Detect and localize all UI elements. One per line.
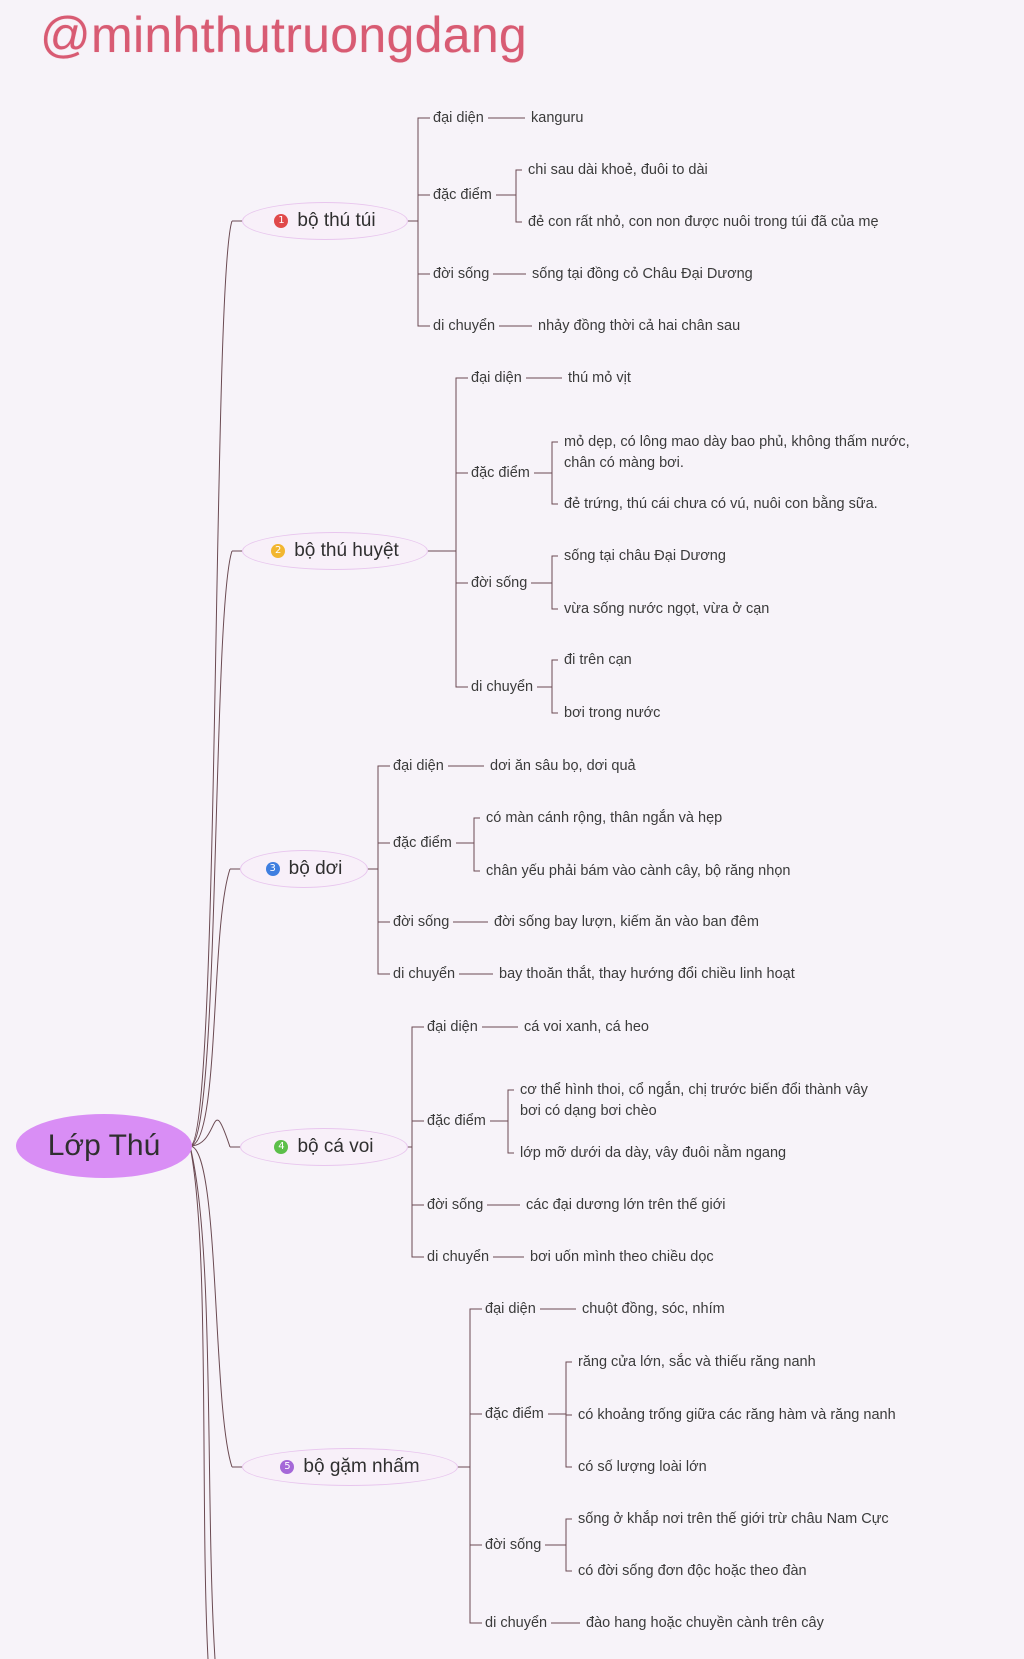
category-label: đại diện	[433, 109, 484, 126]
category-label: đời sống	[485, 1536, 542, 1553]
detail-text: có màn cánh rộng, thân ngắn và hẹp	[486, 809, 723, 826]
branch-label: bộ thú túi	[297, 210, 376, 231]
branch-label: bộ cá voi	[297, 1136, 374, 1157]
detail-text: chuột đồng, sóc, nhím	[582, 1300, 725, 1317]
detail-text: chân yếu phải bám vào cành cây, bộ răng …	[486, 862, 791, 879]
category-label: di chuyển	[427, 1248, 490, 1265]
branch-label: bộ dơi	[288, 858, 343, 879]
detail-text: có số lượng loài lớn	[578, 1458, 707, 1475]
category-label: đại diện	[393, 757, 444, 774]
detail-text: các đại dương lớn trên thế giới	[526, 1196, 726, 1213]
category-label: đặc điểm	[393, 834, 452, 851]
detail-text: răng cửa lớn, sắc và thiếu răng nanh	[578, 1353, 816, 1370]
category-label: di chuyển	[471, 678, 534, 695]
detail-text: bơi uốn mình theo chiều dọc	[530, 1248, 714, 1265]
detail-text: sống tại châu Đại Dương	[564, 547, 726, 564]
detail-text: cơ thể hình thoi, cổ ngắn, chị trước biế…	[520, 1082, 868, 1119]
branch-number-badge: 3	[265, 862, 280, 876]
branch-label: bộ thú huyệt	[294, 540, 399, 561]
category-label: đời sống	[433, 265, 490, 282]
detail-text: thú mỏ vịt	[568, 369, 631, 386]
detail-text: đời sống bay lượn, kiếm ăn vào ban đêm	[494, 913, 759, 930]
category-label: di chuyển	[485, 1614, 548, 1631]
detail-text: có đời sống đơn độc hoặc theo đàn	[578, 1562, 807, 1579]
branch-number-badge: 1	[274, 214, 289, 228]
detail-text: bay thoăn thắt, thay hướng đổi chiều lin…	[499, 965, 795, 982]
watermark-text: @minhthutruongdang	[40, 7, 528, 63]
branch-node[interactable]: 2 bộ thú huyệt	[242, 532, 428, 570]
detail-text: đẻ trứng, thú cái chưa có vú, nuôi con b…	[564, 495, 878, 512]
category-label: đại diện	[485, 1300, 536, 1317]
detail-text: lớp mỡ dưới da dày, vây đuôi nằm ngang	[520, 1144, 787, 1161]
detail-text: cá voi xanh, cá heo	[524, 1018, 649, 1035]
detail-text: mỏ dẹp, có lông mao dày bao phủ, không t…	[564, 434, 910, 471]
detail-text: bơi trong nước	[564, 704, 661, 721]
branch-node[interactable]: 4 bộ cá voi	[240, 1128, 408, 1166]
branch-number-badge: 5	[280, 1460, 295, 1474]
branch-node[interactable]: 1 bộ thú túi	[242, 202, 408, 240]
detail-text: sống ở khắp nơi trên thế giới trừ châu N…	[578, 1510, 889, 1527]
detail-text: đẻ con rất nhỏ, con non được nuôi trong …	[528, 213, 879, 230]
detail-text: chi sau dài khoẻ, đuôi to dài	[528, 161, 708, 178]
category-label: đại diện	[427, 1018, 478, 1035]
category-label: di chuyển	[393, 965, 456, 982]
detail-text: vừa sống nước ngọt, vừa ở cạn	[564, 600, 770, 617]
category-label: di chuyển	[433, 317, 496, 334]
detail-text: đào hang hoặc chuyền cành trên cây	[586, 1614, 824, 1631]
category-label: đời sống	[471, 574, 528, 591]
branch-label: bộ gặm nhấm	[303, 1456, 420, 1477]
category-label: đặc điểm	[471, 464, 530, 481]
detail-text: sống tại đồng cỏ Châu Đại Dương	[532, 265, 753, 282]
detail-text: dơi ăn sâu bọ, dơi quả	[490, 757, 636, 774]
category-label: đời sống	[393, 913, 450, 930]
detail-text: kanguru	[531, 109, 584, 126]
category-label: đặc điểm	[427, 1112, 486, 1129]
detail-text: đi trên cạn	[564, 651, 632, 668]
root-node[interactable]: Lớp Thú	[16, 1114, 192, 1178]
category-label: đặc điểm	[485, 1405, 544, 1422]
category-label: đặc điểm	[433, 186, 492, 203]
category-label: đời sống	[427, 1196, 484, 1213]
detail-text: nhảy đồng thời cả hai chân sau	[538, 317, 741, 334]
branch-number-badge: 4	[274, 1140, 289, 1154]
detail-text: có khoảng trống giữa các răng hàm và răn…	[578, 1406, 896, 1423]
branch-node[interactable]: 3 bộ dơi	[240, 850, 368, 888]
root-label: Lớp Thú	[47, 1129, 161, 1162]
branch-node[interactable]: 5 bộ gặm nhấm	[242, 1448, 458, 1486]
category-label: đại diện	[471, 369, 522, 386]
branch-number-badge: 2	[271, 544, 286, 558]
